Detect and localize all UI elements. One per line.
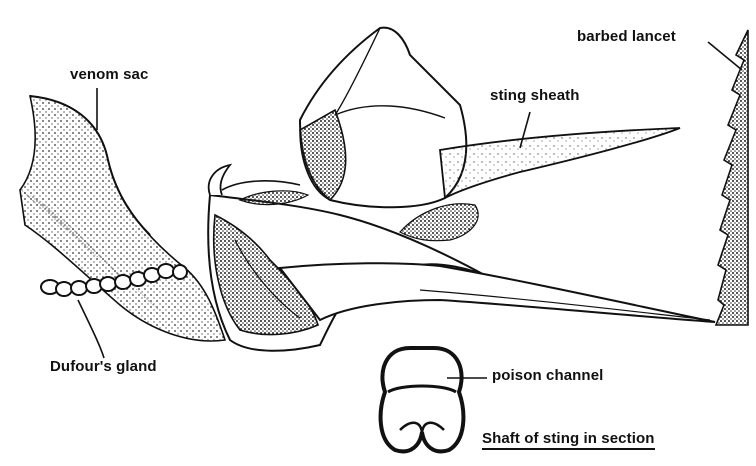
dufours-gland-label: Dufour's gland (50, 358, 157, 375)
venom-sac-label: venom sac (70, 66, 148, 83)
venom-sac-shape (20, 96, 225, 341)
sting-sheath-label: sting sheath (490, 87, 580, 104)
section-caption: Shaft of sting in section (482, 430, 655, 450)
barbed-lancet-label: barbed lancet (577, 28, 676, 45)
poison-channel-label: poison channel (492, 367, 603, 384)
sting-sheath-shape (440, 128, 680, 198)
sting-cross-section (381, 348, 464, 451)
barbed-lancet-shape (716, 30, 748, 325)
